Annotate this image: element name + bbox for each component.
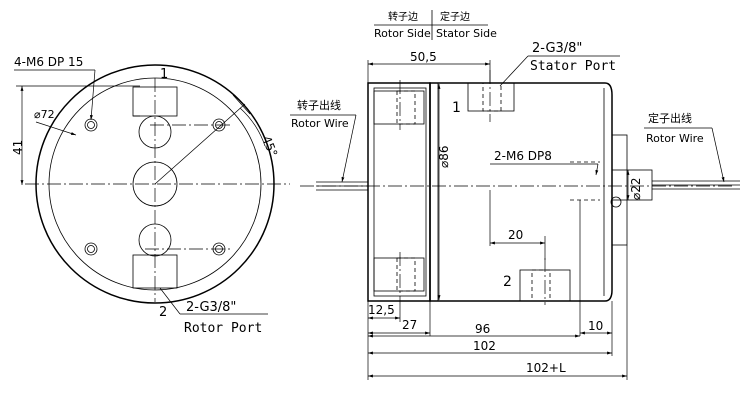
side-hole-spec: 2-M6 DP8 xyxy=(494,149,552,163)
dim-10: 10 xyxy=(588,319,603,333)
stator-wire-en: Rotor Wire xyxy=(646,132,704,145)
stator-small-hole xyxy=(610,196,622,208)
stator-body xyxy=(429,82,613,302)
front-port-top-number: 1 xyxy=(160,67,168,82)
stator-side-cn: 定子边 xyxy=(440,10,470,23)
side-port-2: 2 xyxy=(503,274,512,290)
dim-27: 27 xyxy=(402,318,417,332)
dim-50-5: 50,5 xyxy=(410,50,437,64)
front-height-label: 41 xyxy=(11,140,25,155)
front-angle-label: 45° xyxy=(259,134,280,159)
stator-port-1 xyxy=(467,82,515,112)
shaft-diameter: ⌀22 xyxy=(629,178,643,201)
dim-102: 102 xyxy=(473,339,496,353)
dim-12-5: 12,5 xyxy=(368,303,395,317)
front-hole-spec: 4-M6 DP 15 xyxy=(14,55,83,69)
dim-102-L: 102+L xyxy=(526,361,566,375)
rotor-wire-cn: 转子出线 xyxy=(297,98,341,112)
side-port-1: 1 xyxy=(452,100,461,116)
stator-port-spec: 2-G3/8" xyxy=(532,41,582,56)
rotor-side-cn: 转子边 xyxy=(388,10,418,23)
front-diameter-label: ⌀72 xyxy=(34,108,55,121)
rotor-wire-en: Rotor Wire xyxy=(291,117,349,130)
stator-port-name: Stator Port xyxy=(530,59,616,74)
rotor-side-en: Rotor Side xyxy=(374,27,431,40)
dim-96: 96 xyxy=(475,322,490,336)
stator-end-plate xyxy=(611,134,628,246)
side-header: 转子边 定子边 Rotor Side Stator Side xyxy=(374,10,497,40)
front-port-spec: 2-G3/8" xyxy=(186,300,236,315)
stator-side-en: Stator Side xyxy=(436,27,497,40)
stator-wires xyxy=(652,180,740,190)
body-diameter: ⌀86 xyxy=(437,146,451,169)
side-view: 50,5 2-G3/8" Stator Port 1 2 转子出线 Rotor … xyxy=(290,41,740,380)
front-view: 4-M6 DP 15 ⌀72 41 45° 1 2 2-G3/8" Rotor … xyxy=(11,55,290,336)
rotor-flange xyxy=(367,82,431,302)
front-port-bottom-number: 2 xyxy=(159,305,167,320)
front-port-name: Rotor Port xyxy=(184,321,262,336)
stator-wire-cn: 定子出线 xyxy=(648,111,692,125)
dim-20: 20 xyxy=(508,228,523,242)
